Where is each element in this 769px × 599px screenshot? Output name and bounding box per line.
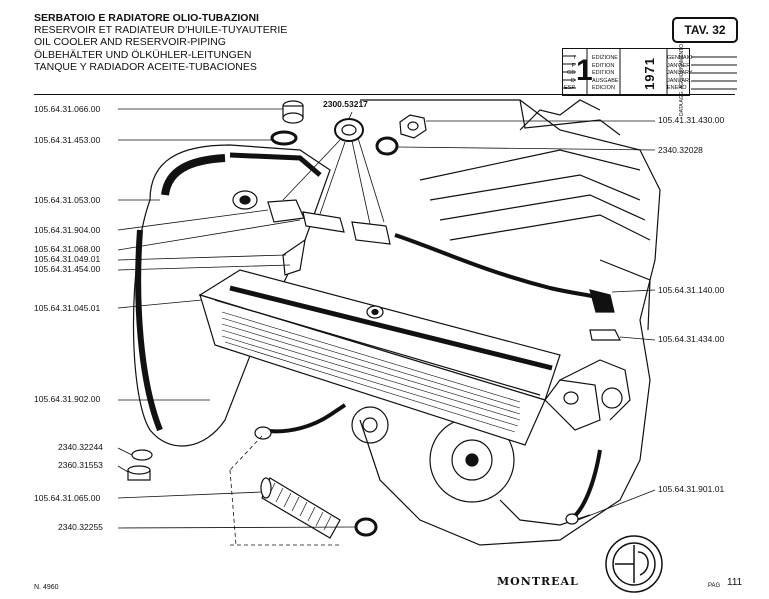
oil-cooler [198,269,601,446]
month-es: ENERO [667,85,687,92]
edition-words: EDIZIONE EDITION EDITION AUSGABE EDICION [592,55,619,93]
part-label-2340-32255: 2340.32255 [58,522,103,532]
lang-fr: F [571,62,575,69]
header-rule [34,94,735,95]
part-label-105-64-31-053-00: 105.64.31.053.00 [34,195,101,205]
lang-de: D [571,77,575,84]
month-it: GENNAIO [667,55,693,61]
part-label-105-64-31-140-00: 105.64.31.140.00 [658,285,725,295]
page-number: 111 [727,577,743,588]
word-fr: EDITION [592,62,615,69]
part-label-2360-31553: 2360.31553 [58,460,103,470]
lang-gb: GB [567,70,575,77]
table-number-badge: TAV. 32 [672,17,738,43]
word-es: EDICION [592,85,615,92]
title-line-it: SERBATOIO E RADIATORE OLIO-TUBAZIONI [34,12,259,24]
title-line-fr: RESERVOIR ET RADIATEUR D'HUILE-TUYAUTERI… [34,24,288,37]
edition-months: GENNAIO JANVIER JANUARY JANUAR ENERO [667,55,693,93]
part-label-105-64-31-901-01: 105.64.31.901.01 [658,484,725,494]
part-label-2340-32028: 2340.32028 [658,145,703,155]
title-block: SERBATOIO E RADIATORE OLIO-TUBAZIONI RES… [34,12,287,73]
part-label-105-64-31-434-00: 105.64.31.434.00 [658,334,725,344]
part-label-105-64-31-068-00: 105.64.31.068.00 [34,244,101,254]
part-label-105-64-31-454-00: 105.64.31.454.00 [34,264,101,274]
leader-lines [117,108,656,546]
doc-number: N. 4960 [34,584,59,591]
brand-wordmark: MONTREAL [497,575,579,588]
edition-number: 1 [576,54,593,87]
word-de: AUSGABE [592,77,619,84]
part-label-2340-32244: 2340.32244 [58,442,103,452]
title-line-en: OIL COOLER AND RESERVOIR-PIPING [34,36,226,49]
month-de: JANUAR [667,77,690,84]
month-fr: JANVIER [667,62,691,69]
part-label-105-64-31-065-00: 105.64.31.065.00 [34,493,101,503]
engine-outline [351,99,661,546]
part-label-105-64-31-049-01: 105.64.31.049.01 [34,254,101,264]
word-en: EDITION [592,70,615,77]
part-label-105-64-31-902-00: 105.64.31.902.00 [34,394,101,404]
part-label-105-41-31-430-00: 105.41.31.430.00 [658,115,725,125]
page-label: PAG [708,583,721,589]
title-line-es: TANQUE Y RADIADOR ACEITE-TUBACIONES [34,60,257,73]
part-label-105-64-31-904-00: 105.64.31.904.00 [34,225,101,235]
title-line-de: ÖLBEHÄLTER UND ÖLKÜHLER-LEITUNGEN [34,48,252,61]
part-label-2300-53217: 2300.53217 [323,99,368,109]
month-en: JANUARY [667,70,693,77]
word-it: EDIZIONE [592,55,618,61]
part-label-105-64-31-066-00: 105.64.31.066.00 [34,104,101,114]
alfa-romeo-logo [605,535,663,593]
part-label-105-64-31-453-00: 105.64.31.453.00 [34,135,101,145]
part-label-105-64-31-045-01: 105.64.31.045.01 [34,303,101,313]
lang-it: I [573,55,575,61]
